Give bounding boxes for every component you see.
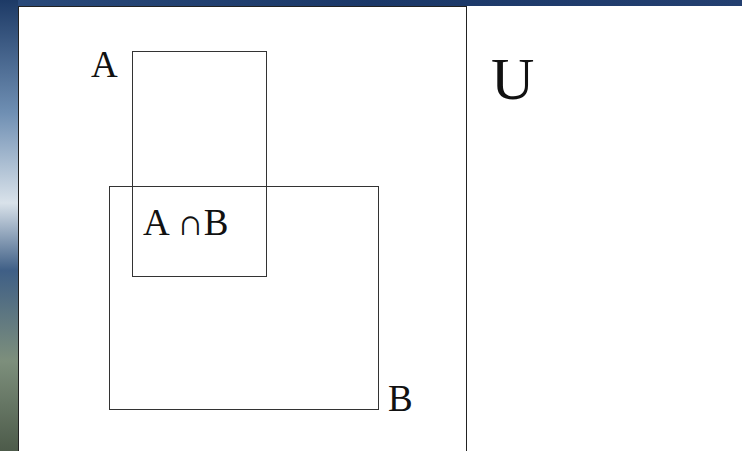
white-ground — [18, 6, 742, 451]
universal-set-box: UAB — [18, 6, 467, 451]
side-strip — [0, 0, 18, 451]
set-name: B — [388, 380, 413, 417]
set-name: U — [491, 49, 534, 109]
set-name: A — [91, 46, 118, 83]
intersection-label: A ∩B — [143, 204, 228, 241]
set-a-box: A — [132, 51, 267, 277]
